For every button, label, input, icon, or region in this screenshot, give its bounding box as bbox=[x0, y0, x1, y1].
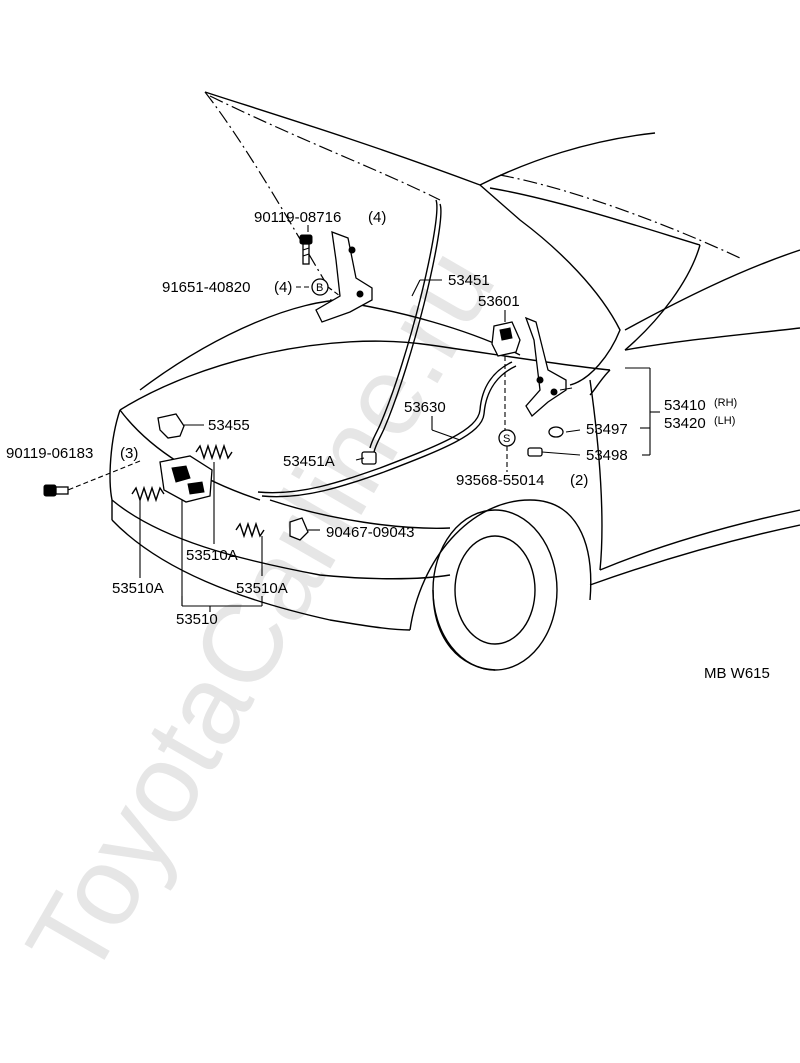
hood-hinge-left-part bbox=[315, 231, 373, 323]
fender-side bbox=[589, 369, 611, 396]
label-hinge-rh: 53410 bbox=[664, 397, 706, 414]
hood-inner-edge bbox=[209, 95, 441, 201]
windshield-upper bbox=[479, 132, 656, 186]
label-cushion-a: 53497 bbox=[586, 421, 628, 438]
label-screw: 93568-55014 bbox=[456, 472, 544, 489]
front-face bbox=[109, 409, 121, 501]
watermark-text: ToyotaCarline.ru bbox=[3, 228, 519, 997]
part-labels: 90119-08716 (4) 91651-40820 (4) B 53451 … bbox=[6, 209, 770, 682]
windshield-frame bbox=[489, 187, 701, 246]
windshield-dash bbox=[499, 174, 741, 259]
rocker-line bbox=[589, 524, 800, 586]
fender-top bbox=[119, 340, 611, 411]
tire-shadow bbox=[432, 589, 496, 671]
a-pillar bbox=[624, 244, 701, 351]
wheel-arch bbox=[409, 499, 592, 631]
label-hinge-lh: 53420 bbox=[664, 415, 706, 432]
label-cushion-b: 53498 bbox=[586, 447, 628, 464]
label-screw-qty: (2) bbox=[570, 472, 588, 489]
label-release-cable: 53630 bbox=[404, 399, 446, 416]
label-bolt-hinge-qty: (4) bbox=[368, 209, 386, 226]
release-cable bbox=[257, 361, 513, 494]
label-bolt-lock-qty: (3) bbox=[120, 445, 138, 462]
bumper-bottom bbox=[111, 519, 411, 631]
label-hinge-rh-side: (RH) bbox=[714, 397, 737, 409]
bolt-hinge-part bbox=[299, 234, 313, 265]
label-clip: 90467-09043 bbox=[326, 524, 414, 541]
release-lever-part bbox=[491, 321, 521, 357]
label-support-rod: 53451 bbox=[448, 272, 490, 289]
label-nut-hinge-qty: (4) bbox=[274, 279, 292, 296]
clip-part bbox=[289, 517, 309, 541]
cushion-53497-part bbox=[548, 426, 564, 438]
label-nut-hinge: 91651-40820 bbox=[162, 279, 250, 296]
lock-spring-right-part bbox=[235, 521, 265, 539]
bumper-top bbox=[111, 499, 451, 580]
label-lock-spring-left: 53510A bbox=[112, 580, 164, 597]
hood-support-rod-2 bbox=[373, 203, 442, 453]
lock-spring-upper-part bbox=[195, 443, 233, 461]
cushion-53498-part bbox=[527, 447, 543, 457]
label-bolt-hinge: 90119-08716 bbox=[254, 209, 341, 226]
release-cable-2 bbox=[261, 365, 517, 498]
hood-front-edge bbox=[204, 91, 331, 291]
label-lock-spring-right: 53510A bbox=[236, 580, 288, 597]
marker-b-text: B bbox=[316, 282, 323, 294]
label-hood-lock-assy: 53510 bbox=[176, 611, 218, 628]
label-bolt-lock: 90119-06183 bbox=[6, 445, 93, 462]
label-release-lever: 53601 bbox=[478, 293, 520, 310]
marker-s-text: S bbox=[503, 433, 510, 445]
tire-inner bbox=[454, 535, 536, 645]
hood-lock-part bbox=[159, 455, 213, 503]
label-rod-holder: 53451A bbox=[283, 453, 335, 470]
headlamp bbox=[269, 499, 451, 529]
door-front bbox=[589, 379, 603, 571]
hood-support-rod bbox=[369, 199, 438, 449]
hood-panel bbox=[204, 91, 621, 386]
hood-hinge-right-part bbox=[524, 316, 567, 418]
leader-lines bbox=[67, 225, 660, 612]
tire-outer bbox=[432, 509, 558, 671]
diagram-code: MB W615 bbox=[704, 665, 770, 682]
roof-line bbox=[624, 249, 800, 331]
rod-holder-part bbox=[361, 451, 377, 465]
car-body-outline bbox=[109, 91, 800, 671]
bolt-lock-part bbox=[43, 484, 69, 497]
bumper-cushion-part bbox=[157, 413, 185, 439]
hood-open-edge bbox=[139, 299, 346, 391]
lock-spring-left-part bbox=[131, 485, 165, 503]
door-top bbox=[624, 327, 800, 351]
label-lock-spring-upper: 53510A bbox=[186, 547, 238, 564]
label-hinge-lh-side: (LH) bbox=[714, 415, 735, 427]
door-bottom bbox=[599, 509, 800, 571]
label-bumper-cushion: 53455 bbox=[208, 417, 250, 434]
